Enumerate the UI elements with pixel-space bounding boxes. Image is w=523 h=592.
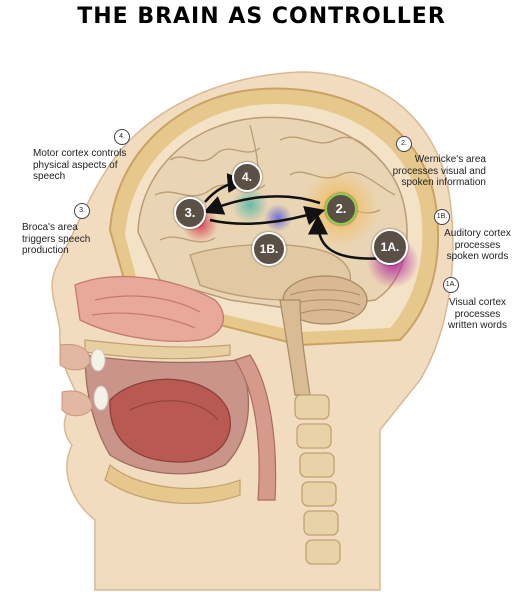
badge-wernicke-area: 2. (325, 193, 357, 225)
badge-visual-cortex: 1A. (372, 229, 408, 265)
badge-broca-area: 3. (174, 197, 206, 229)
arrow-visual-to-wernicke (308, 214, 387, 260)
pharynx (234, 354, 277, 501)
auditory-cortex-glow (264, 204, 292, 232)
arrow-broca-to-wernicke (209, 206, 326, 226)
annotation-broca-area: Broca's area triggers speech production (22, 222, 91, 256)
badge-motor-cortex: 4. (232, 162, 262, 192)
annotation-visual-cortex: Visual cortex processes written words (448, 297, 507, 331)
arrow-wernicke-to-broca (203, 195, 321, 215)
annotation-auditory-cortex: Auditory cortex processes spoken words (444, 228, 511, 262)
motor-cortex-glow (232, 187, 268, 223)
annotation-marker-motor: 4. (114, 129, 130, 145)
annotation-marker-broca: 3. (74, 203, 90, 219)
page-title: THE BRAIN AS CONTROLLER (77, 4, 446, 29)
annotation-motor-cortex: Motor cortex controls physical aspects o… (33, 148, 127, 182)
annotation-marker-wernicke: 2. (396, 136, 412, 152)
badge-auditory-cortex: 1B. (252, 232, 286, 266)
lips (59, 343, 91, 371)
spine (294, 394, 341, 565)
annotation-marker-visual: 1A. (443, 277, 459, 293)
tongue (109, 378, 231, 463)
annotation-marker-auditory: 1B. (434, 209, 450, 225)
teeth (90, 348, 109, 411)
annotation-wernicke-area: Wernicke's area processes visual and spo… (392, 154, 486, 188)
palate (84, 339, 231, 360)
jaw (104, 463, 241, 505)
